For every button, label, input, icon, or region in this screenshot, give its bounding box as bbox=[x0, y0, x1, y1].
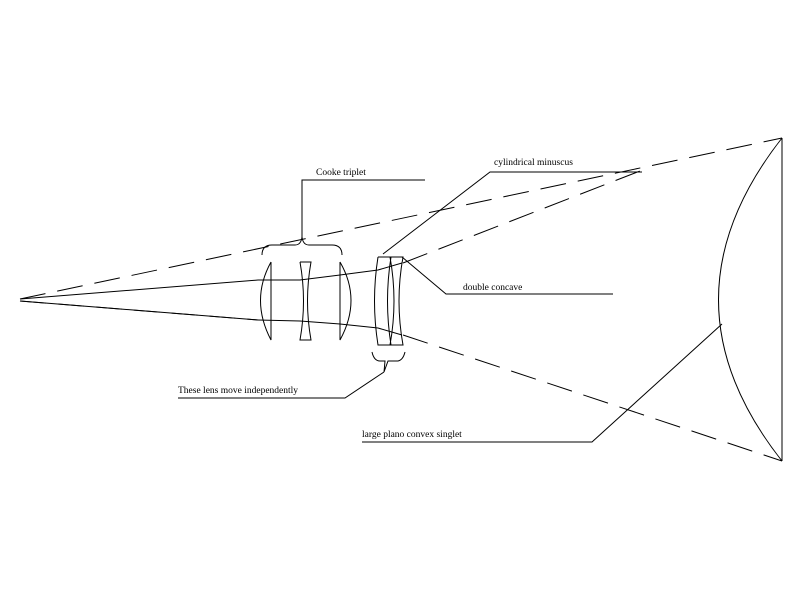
cooke-triplet-group bbox=[260, 179, 425, 341]
plano-convex-singlet bbox=[362, 137, 783, 462]
ray-upper-solid bbox=[19, 279, 259, 300]
label-cylindrical-minuscus: cylindrical minuscus bbox=[494, 158, 573, 168]
ray-lower-through-triplet bbox=[257, 319, 403, 336]
ray-lower-outer-dashed bbox=[19, 300, 259, 321]
label-plano-convex: large plano convex singlet bbox=[362, 430, 462, 440]
singlet-leader bbox=[362, 323, 723, 443]
double-concave-leader bbox=[401, 256, 613, 295]
label-independent-lenses: These lens move independently bbox=[178, 386, 298, 396]
ray-upper-through-triplet bbox=[258, 262, 403, 281]
moving-group-leader bbox=[178, 371, 385, 399]
ray-upper-inner-dashed bbox=[402, 170, 641, 264]
cooke-triplet-leader bbox=[301, 179, 425, 237]
ray-lower-inner-dashed bbox=[402, 334, 783, 462]
input-rays bbox=[19, 262, 403, 336]
triplet-rear-convex-lens bbox=[339, 261, 352, 341]
singlet-convex-face bbox=[718, 137, 783, 462]
moving-lens-group bbox=[178, 256, 406, 399]
double-concave-lens bbox=[389, 256, 404, 346]
label-double-concave: double concave bbox=[463, 283, 522, 293]
moving-group-brace bbox=[371, 351, 406, 373]
triplet-middle-concave-lens bbox=[299, 261, 312, 341]
triplet-front-convex-lens bbox=[260, 261, 272, 341]
ray-upper-outer-dashed bbox=[19, 137, 783, 300]
meniscus-leader bbox=[382, 171, 642, 255]
output-rays bbox=[19, 137, 783, 462]
label-cooke-triplet: Cooke triplet bbox=[316, 168, 366, 178]
